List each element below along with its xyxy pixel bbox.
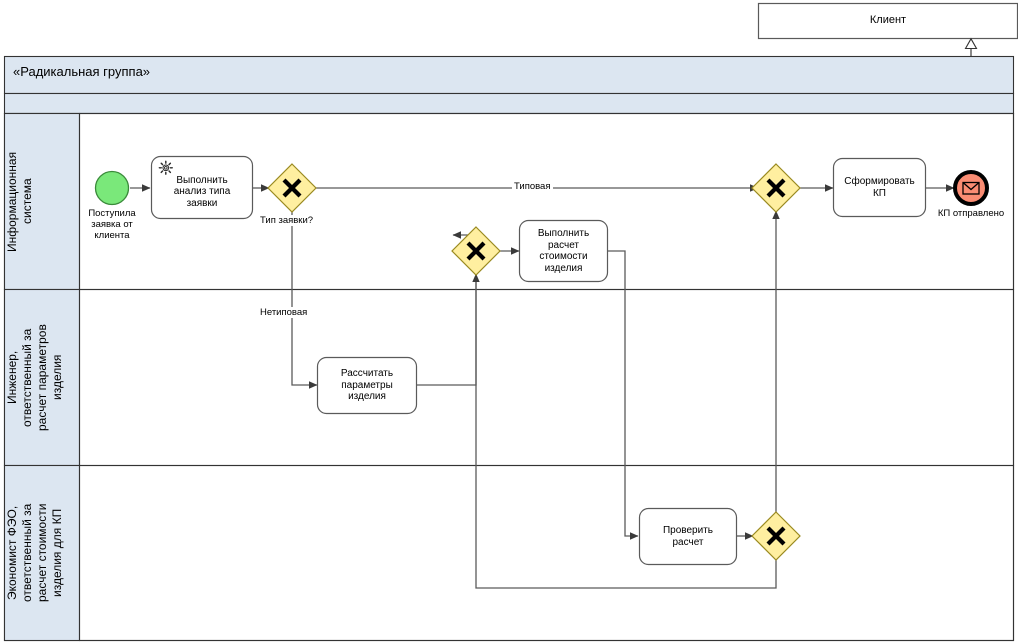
lane-label-economist: Экономист ФЭО, ответственный за расчет с… bbox=[5, 503, 64, 603]
start-event-shape bbox=[94, 170, 130, 206]
flow-label-nontypical: Нетиповая bbox=[258, 307, 310, 318]
sequence-flows bbox=[130, 184, 955, 589]
task-calc-cost-shape bbox=[518, 219, 609, 283]
start-event-label: Поступила заявка от клиента bbox=[88, 208, 136, 241]
task-check-calc-shape bbox=[638, 507, 738, 566]
task-calc-cost-label: Выполнить расчет стоимости изделия bbox=[537, 228, 590, 274]
gateway-gw4-shape bbox=[751, 163, 801, 213]
gear-icon bbox=[158, 160, 173, 175]
task-calc-params-shape bbox=[316, 356, 418, 415]
task-make-kp-label: Сформировать КП bbox=[844, 176, 915, 199]
pool-frame bbox=[3, 55, 1015, 642]
client-pool-shape bbox=[757, 2, 1018, 40]
task-check-calc-label: Проверить расчет bbox=[662, 525, 713, 548]
gateway-gw2-shape bbox=[451, 226, 501, 276]
task-analyze-label: Выполнить анализ типа заявки bbox=[173, 174, 231, 209]
end-event-shape bbox=[953, 170, 989, 206]
task-calc-params-label: Рассчитать параметры изделия bbox=[340, 368, 394, 403]
gateway-gw1-shape bbox=[267, 163, 317, 213]
gateway-shapes bbox=[267, 163, 801, 561]
client-pool-title: Клиент bbox=[869, 14, 907, 26]
task-analyze-shape bbox=[150, 155, 254, 220]
flow-label-typical: Типовая bbox=[512, 181, 553, 192]
lane-shapes bbox=[3, 112, 1015, 642]
gateway-gw3-shape bbox=[751, 511, 801, 561]
lane-label-engineer: Инженер, ответственный за расчет парамет… bbox=[5, 324, 64, 431]
pool-title: «Радикальная группа» bbox=[13, 64, 151, 79]
task-make-kp-shape bbox=[832, 157, 927, 218]
gateway-gw1-label: Тип заявки? bbox=[258, 215, 316, 226]
end-event-label: КП отправлено bbox=[937, 208, 1005, 219]
lane-label-information-system: Информационная система bbox=[5, 151, 34, 252]
task-shapes bbox=[150, 155, 927, 566]
